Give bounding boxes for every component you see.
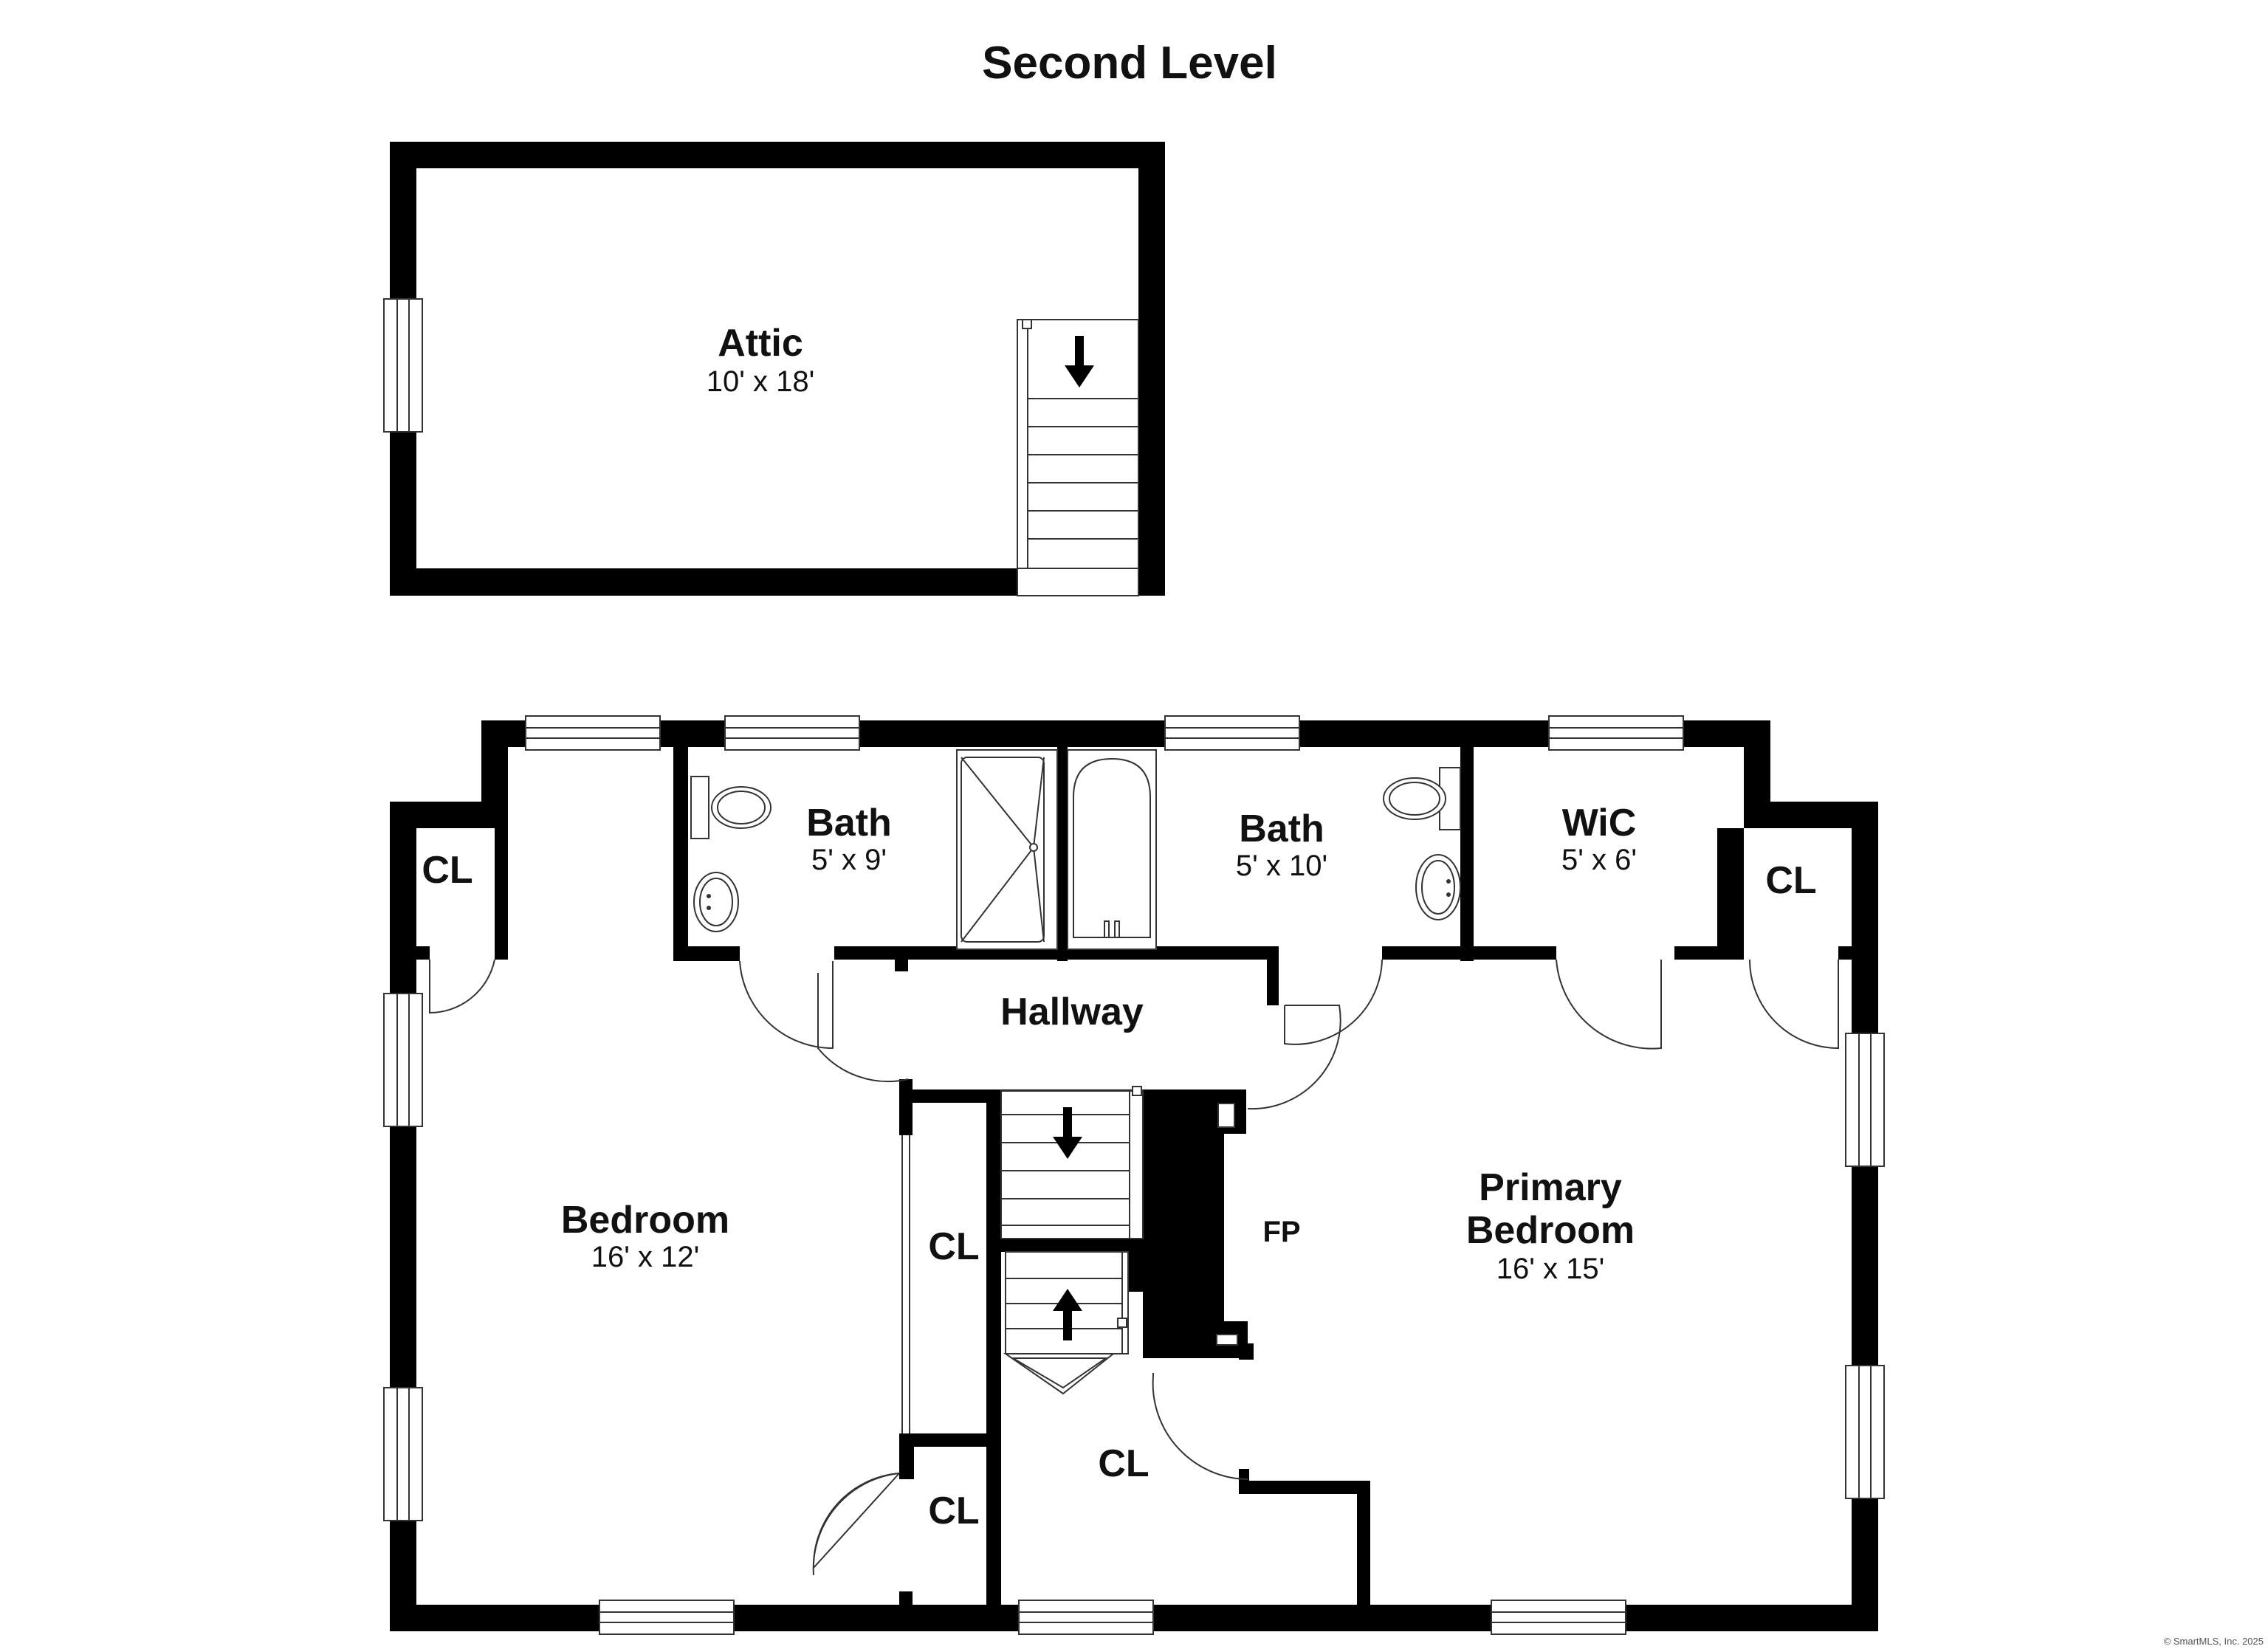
toilet-icon xyxy=(690,776,772,839)
window xyxy=(1548,715,1684,751)
primary-bedroom-label: Primary xyxy=(1479,1166,1622,1209)
toilet-icon xyxy=(1383,767,1461,830)
bath-label: Bath xyxy=(806,802,892,844)
window xyxy=(1164,715,1300,751)
interior-walls xyxy=(416,747,1852,1614)
windows xyxy=(383,715,1885,1635)
closet-label: CL xyxy=(422,849,472,892)
closet-label: CL xyxy=(928,1225,979,1268)
window xyxy=(599,1600,735,1635)
attic-stairs xyxy=(1017,319,1139,596)
shower-icon xyxy=(956,749,1058,950)
arrow-down-icon xyxy=(1053,1107,1082,1159)
window xyxy=(525,715,661,751)
window xyxy=(1845,1365,1885,1499)
closet-label: CL xyxy=(928,1490,979,1532)
closet-sliding-doors xyxy=(901,1135,910,1433)
arrow-down-icon xyxy=(1065,336,1094,388)
primary-bedroom-dims: 16' x 15' xyxy=(1496,1253,1604,1285)
window xyxy=(1491,1600,1626,1635)
wic-dims: 5' x 6' xyxy=(1561,844,1637,876)
primary-bedroom-label: Bedroom xyxy=(1466,1209,1635,1252)
sink-icon xyxy=(693,872,739,932)
window xyxy=(1018,1600,1154,1635)
window xyxy=(724,715,860,751)
door-swings xyxy=(429,959,1839,1576)
bath-label: Bath xyxy=(1239,808,1324,850)
closet-label: CL xyxy=(1098,1442,1149,1485)
wic-label: WiC xyxy=(1562,802,1637,844)
attic-label: Attic xyxy=(718,322,803,365)
fireplace xyxy=(1216,1103,1238,1346)
bedroom-label: Bedroom xyxy=(561,1199,729,1242)
attic-window xyxy=(383,298,423,433)
attic-dims: 10' x 18' xyxy=(707,365,814,398)
sink-icon xyxy=(1415,854,1461,920)
bedroom-dims: 16' x 12' xyxy=(591,1241,699,1273)
bath-dims: 5' x 10' xyxy=(1236,850,1327,882)
window xyxy=(383,993,423,1127)
window xyxy=(1845,1033,1885,1167)
bath-dims: 5' x 9' xyxy=(811,844,887,876)
fireplace-label: FP xyxy=(1262,1216,1300,1248)
arrow-up-icon xyxy=(1053,1289,1082,1340)
page-title: Second Level xyxy=(982,38,1277,89)
copyright: © SmartMLS, Inc. 2025 xyxy=(2164,1636,2264,1647)
window xyxy=(383,1387,423,1521)
closet-label: CL xyxy=(1765,859,1816,902)
hallway-label: Hallway xyxy=(1000,991,1144,1033)
bathtub-icon xyxy=(1067,749,1157,950)
